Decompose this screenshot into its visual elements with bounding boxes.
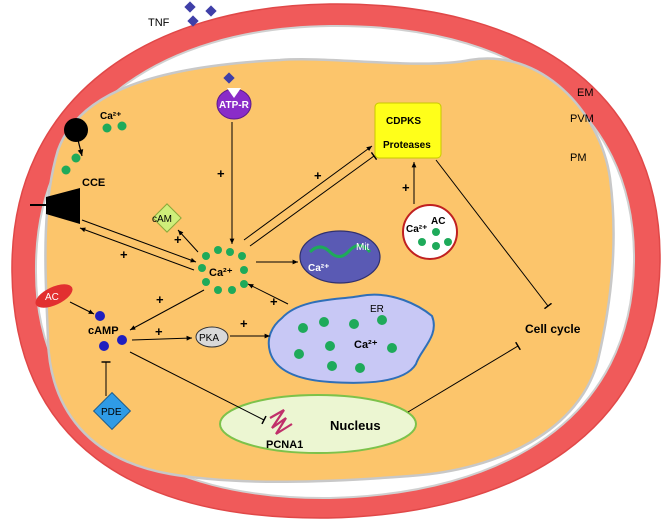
channel-ca-label: Ca²⁺ <box>100 111 121 122</box>
pathway-arrows <box>69 122 553 425</box>
inhibit-camp-pcna <box>129 351 267 425</box>
nucleus-label: Nucleus <box>330 418 381 433</box>
membrane-ac-label: AC <box>45 292 59 303</box>
cell-cycle-label: Cell cycle <box>525 322 581 336</box>
arrow-cce-to-ca <box>81 219 197 263</box>
nucleus <box>219 394 417 454</box>
arrow-ac-to-camp <box>69 301 95 315</box>
proteases-label: Proteases <box>383 140 431 151</box>
arrow-er-to-ca <box>247 283 289 305</box>
activation-signs: + + + + + + + + + <box>120 166 410 339</box>
arrow-ca-to-camp <box>129 289 205 331</box>
pcna1-label: PCNA1 <box>266 439 303 451</box>
pvm-label: PVM <box>570 113 594 125</box>
er-label: ER <box>370 304 384 315</box>
cam-label: cAM <box>152 214 172 225</box>
sign-camp-to-pka: + <box>155 324 163 339</box>
mit-label: Mit <box>356 242 370 253</box>
inhibit-nucleus-cellcycle <box>407 341 521 413</box>
endoplasmic-reticulum <box>267 293 435 384</box>
cdpks-label: CDPKS <box>386 116 421 127</box>
tnf-label: TNF <box>148 17 170 29</box>
sign-ca-to-cam: + <box>174 232 182 247</box>
channel-calcium-ions <box>61 121 127 175</box>
sign-ca-to-cdpks: + <box>314 168 322 183</box>
pm-label: PM <box>570 152 587 164</box>
pcna1-symbol <box>269 409 293 435</box>
vesicle <box>402 204 458 260</box>
arrow-ca-to-cdpks-a <box>243 145 373 241</box>
central-calcium-cluster <box>198 246 248 294</box>
mitochondrion-cristae <box>308 244 372 258</box>
calcium-channel <box>64 118 88 142</box>
channel-arrow <box>77 139 84 157</box>
arrow-ca-to-cam <box>177 229 199 253</box>
sign-er-to-ca: + <box>270 294 278 309</box>
arrow-camp-to-pka <box>131 335 193 341</box>
vesicle-ca-label: Ca²⁺ <box>406 224 427 235</box>
pka-box <box>195 326 229 348</box>
cce-channel <box>46 188 80 224</box>
arrow-ca-to-cce <box>79 227 195 271</box>
em-label: EM <box>577 87 594 99</box>
atp-r-label: ATP-R <box>219 100 250 111</box>
inhibit-cdpks-cellcycle <box>435 159 553 310</box>
cce-label: CCE <box>82 177 105 189</box>
vesicle-calcium-ions <box>418 228 452 250</box>
cdpks-box <box>374 102 442 159</box>
sign-ca-to-camp: + <box>156 292 164 307</box>
mit-ca-label: Ca²⁺ <box>308 263 329 274</box>
er-calcium-ions <box>294 315 397 373</box>
camp-molecules <box>95 311 127 351</box>
pde-box <box>92 391 132 431</box>
camp-label: cAMP <box>88 325 119 337</box>
cam-box <box>152 203 182 233</box>
pka-label: PKA <box>199 333 219 344</box>
arrow-ca-to-cdpks-b <box>249 151 378 247</box>
vesicle-ac-label: AC <box>431 216 445 227</box>
sign-vesicle-to-cdpks: + <box>402 180 410 195</box>
membrane-ac <box>35 284 73 308</box>
sign-pka-to-er: + <box>240 316 248 331</box>
sign-atp-to-ca: + <box>217 166 225 181</box>
central-ca-label: Ca²⁺ <box>209 267 233 279</box>
sign-cce-to-ca: + <box>120 247 128 262</box>
pde-label: PDE <box>101 407 122 418</box>
er-ca-label: Ca²⁺ <box>354 339 378 351</box>
